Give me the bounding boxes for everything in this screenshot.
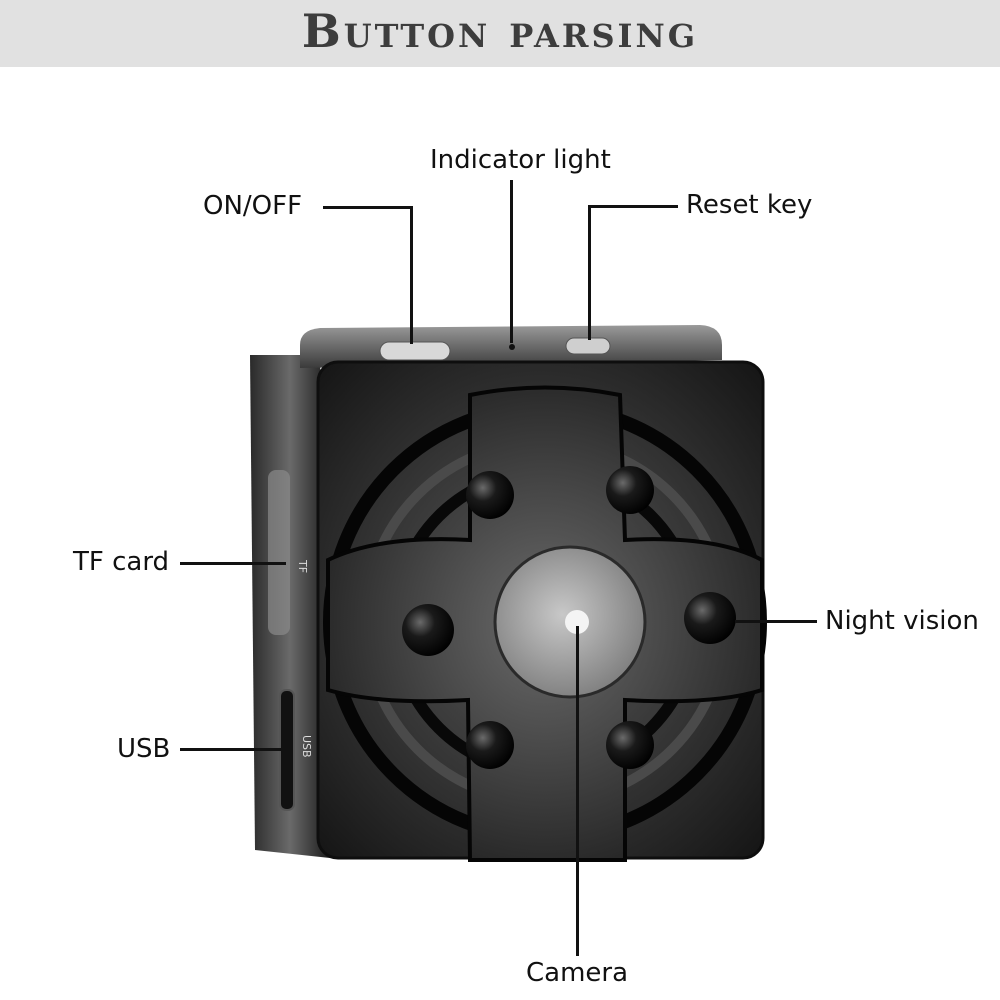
indicator-leader	[510, 180, 513, 343]
ir-led	[466, 721, 514, 769]
ir-led	[606, 466, 654, 514]
on-off-label: ON/OFF	[203, 191, 303, 221]
tf-leader	[180, 562, 286, 565]
ir-led	[466, 471, 514, 519]
on-off-switch	[379, 341, 451, 361]
tf-card-label: TF card	[73, 547, 170, 577]
night-vision-leader	[735, 620, 817, 623]
camera-leader	[576, 626, 579, 956]
usb-leader	[180, 748, 288, 751]
indicator-hole	[509, 344, 515, 350]
reset-leader-h	[588, 205, 678, 208]
usb-side-text: USB	[300, 735, 313, 758]
tf-side-text: TF	[296, 559, 309, 573]
night-vision-label: Night vision	[825, 606, 979, 636]
lens-pinhole	[565, 610, 589, 634]
camera-label: Camera	[526, 958, 629, 988]
reset-key-button	[565, 337, 611, 355]
usb-label: USB	[117, 734, 171, 764]
page-title: Button parsing	[301, 4, 699, 58]
onoff-leader-v	[410, 206, 413, 344]
reset-key-label: Reset key	[686, 190, 813, 220]
reset-leader-v	[588, 205, 591, 340]
ir-led	[606, 721, 654, 769]
ir-led	[684, 592, 736, 644]
indicator-light-label: Indicator light	[430, 145, 611, 175]
title-banner: Button parsing	[0, 0, 1000, 67]
ir-led	[402, 604, 454, 656]
tf-slot	[268, 470, 290, 635]
onoff-leader-h	[323, 206, 413, 209]
